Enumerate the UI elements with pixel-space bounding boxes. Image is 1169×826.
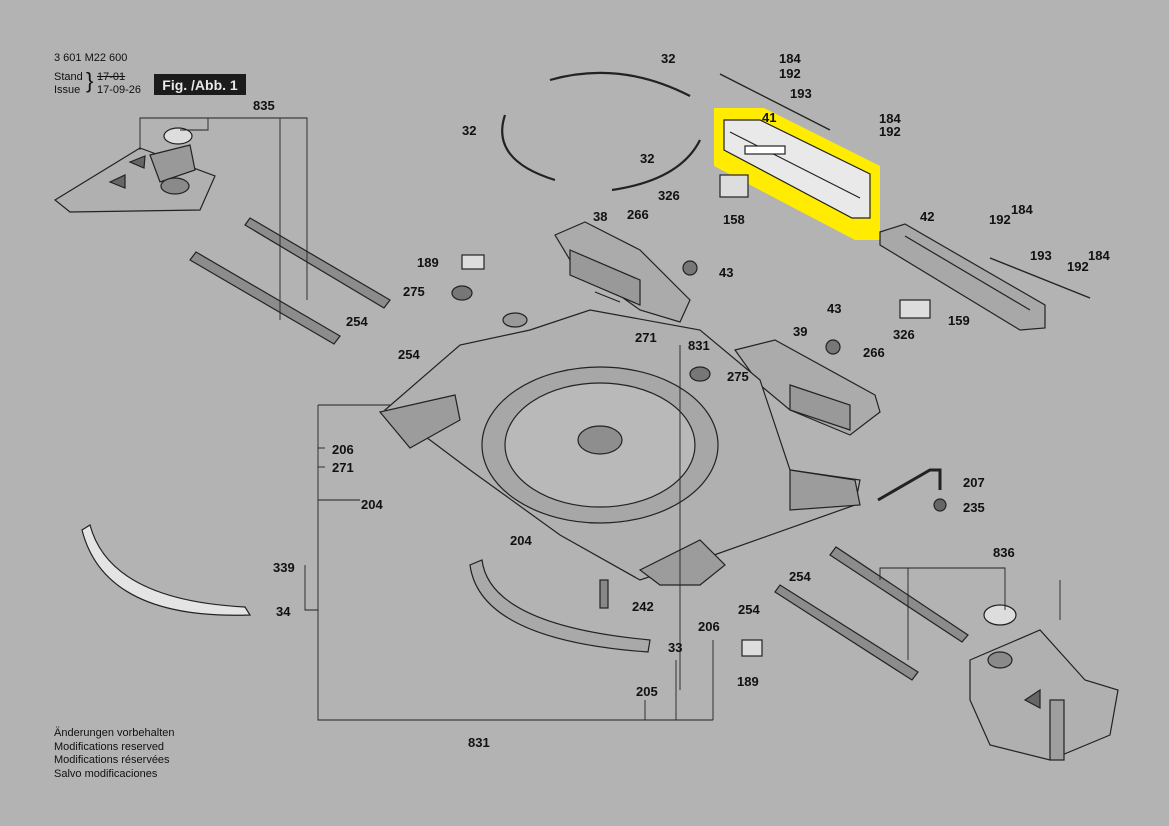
leader-835b <box>180 118 209 131</box>
leader-836 <box>879 567 1006 610</box>
leader-34 <box>304 565 318 611</box>
callout: 275 <box>727 369 749 384</box>
fence-38 <box>554 221 691 323</box>
callout: 184 <box>779 51 801 66</box>
callout: 254 <box>346 314 368 329</box>
leader-831-left <box>317 405 645 721</box>
callout: 42 <box>920 209 934 224</box>
callout-labels: 835 32 32 32 184 192 193 41 184 192 158 … <box>253 51 1110 750</box>
rod-193-top <box>719 73 831 131</box>
callout: 254 <box>789 569 811 584</box>
callout: 205 <box>636 684 658 699</box>
callout: 159 <box>948 313 970 328</box>
arc-plate-33 <box>469 559 651 653</box>
modification-notes: Änderungen vorbehalten Modifications res… <box>54 727 174 781</box>
nut-235 <box>933 498 947 512</box>
callout: 242 <box>632 599 654 614</box>
guard-32-top <box>549 71 691 97</box>
knob-275a <box>451 285 473 301</box>
callout: 32 <box>661 51 675 66</box>
callout: 831 <box>468 735 490 750</box>
label-189a <box>461 254 485 270</box>
callout: 339 <box>273 560 295 575</box>
callout: 32 <box>640 151 654 166</box>
right-support-836 <box>969 604 1119 761</box>
fence-42 <box>879 223 1046 331</box>
guard-32-right <box>611 139 701 192</box>
fence-39 <box>733 339 881 436</box>
base-831 <box>378 309 861 586</box>
figure-label: Fig. /Abb. 1 <box>154 74 246 95</box>
parts-artwork <box>53 71 1119 761</box>
callout: 206 <box>698 619 720 634</box>
callout: 192 <box>879 124 901 139</box>
callout: 326 <box>893 327 915 342</box>
callout: 192 <box>1067 259 1089 274</box>
scale-bar-part-41 <box>723 119 871 219</box>
callout: 192 <box>989 212 1011 227</box>
callout: 254 <box>398 347 420 362</box>
callout: 266 <box>627 207 649 222</box>
rod-193-right <box>989 257 1091 299</box>
callout: 41 <box>762 110 776 125</box>
knob-275b <box>689 366 711 382</box>
right-rods <box>774 546 969 681</box>
callout: 275 <box>403 284 425 299</box>
note-de: Änderungen vorbehalten <box>54 727 175 739</box>
callout: 34 <box>276 604 291 619</box>
callout: 184 <box>1088 248 1110 263</box>
callout: 835 <box>253 98 275 113</box>
callout: 326 <box>658 188 680 203</box>
callout: 836 <box>993 545 1015 560</box>
stand-label: Stand <box>54 71 83 83</box>
callout: 43 <box>719 265 733 280</box>
callout: 43 <box>827 301 841 316</box>
bolt-242 <box>599 579 609 609</box>
callout: 189 <box>417 255 439 270</box>
callout: 39 <box>793 324 807 339</box>
leader-835 <box>139 117 308 300</box>
knob-43a <box>682 260 698 276</box>
callout: 158 <box>723 212 745 227</box>
note-fr: Modifications réservées <box>54 754 170 766</box>
knob-43b <box>825 339 841 355</box>
note-es: Salvo modificaciones <box>54 767 158 780</box>
callout: 184 <box>879 111 901 126</box>
callout: 206 <box>332 442 354 457</box>
callout: 193 <box>1030 248 1052 263</box>
stand-date: 17-01 <box>97 71 126 83</box>
miter-scale-34 <box>81 524 252 616</box>
callout: 271 <box>635 330 657 345</box>
label-189b <box>741 639 763 657</box>
issue-label: Issue <box>54 84 81 96</box>
left-rods <box>189 217 391 345</box>
callout: 38 <box>593 209 607 224</box>
label-159 <box>899 299 931 319</box>
callout: 204 <box>510 533 532 548</box>
callout: 254 <box>738 602 760 617</box>
callout: 271 <box>332 460 354 475</box>
callout: 32 <box>462 123 476 138</box>
issue-date: 17-09-26 <box>97 84 142 96</box>
callout: 204 <box>361 497 383 512</box>
callout: 235 <box>963 500 985 515</box>
callout: 192 <box>779 66 801 81</box>
note-en: Modifications reserved <box>54 740 165 753</box>
callout: 207 <box>963 475 985 490</box>
callout: 831 <box>688 338 710 353</box>
callout: 33 <box>668 640 682 655</box>
guard-32-left <box>501 114 556 182</box>
callout: 193 <box>790 86 812 101</box>
label-158 <box>719 174 749 198</box>
callout: 266 <box>863 345 885 360</box>
brace-glyph: } <box>86 68 94 93</box>
hex-key-207 <box>877 468 942 502</box>
callout: 184 <box>1011 202 1033 217</box>
left-support-835 <box>53 127 216 213</box>
callout: 189 <box>737 674 759 689</box>
part-number: 3 601 M22 600 <box>54 52 128 64</box>
